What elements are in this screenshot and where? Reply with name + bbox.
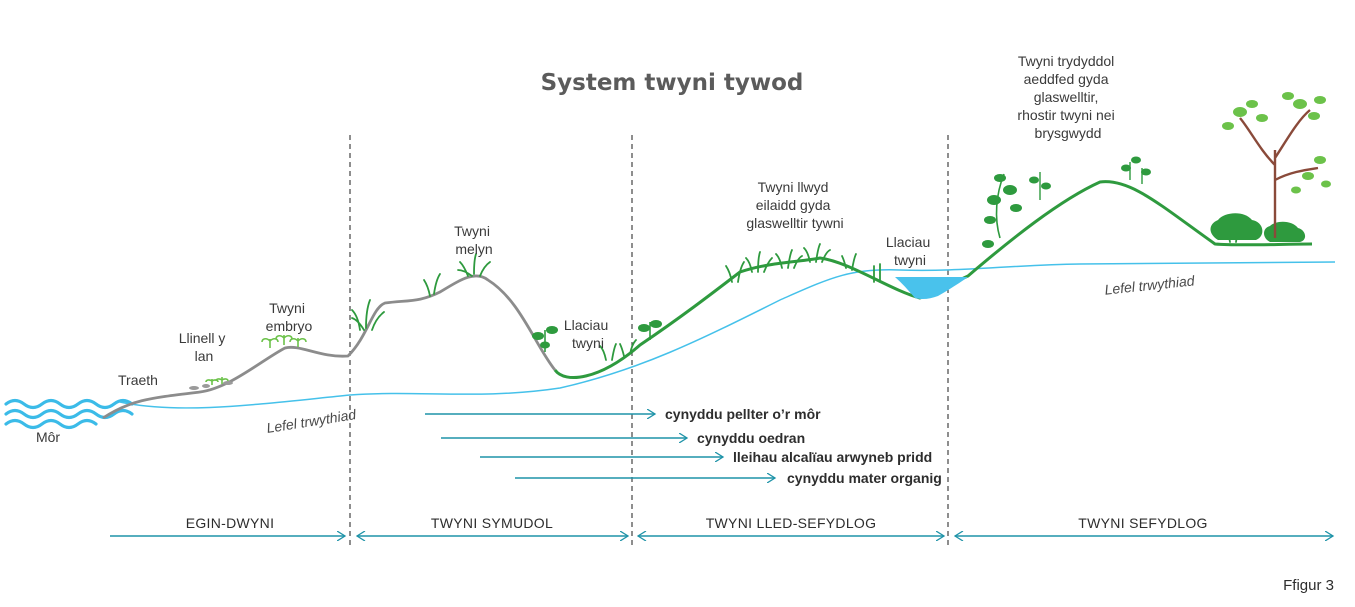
label-line: embryo — [266, 318, 313, 334]
label-water-table-2: Lefel trwythiad — [1104, 272, 1197, 297]
label-dune-slacks: Llaciau twyni — [564, 317, 612, 351]
dune-slack-water — [895, 277, 968, 300]
label-line: Twyni trydyddol — [1018, 53, 1114, 69]
zone-labels: EGIN-DWYNI TWYNI SYMUDOL TWYNI LLED-SEFY… — [186, 515, 1208, 531]
label-dune-slacks-2: Llaciau twyni — [886, 234, 934, 268]
label-line: Twyni llwyd — [758, 179, 829, 195]
label-beach: Traeth — [118, 372, 158, 388]
seedling-icon — [205, 334, 307, 385]
label-line: Llaciau — [886, 234, 930, 250]
shrub-icon — [532, 156, 1306, 352]
trend-label: cynyddu oedran — [697, 430, 805, 446]
water-table-line — [119, 261, 1336, 409]
tree-icon — [1222, 92, 1331, 238]
mobile-dune-profile — [102, 274, 557, 420]
trend-label: cynyddu mater organig — [787, 470, 942, 486]
label-water-table: Lefel trwythiad — [265, 406, 358, 436]
wave-icon — [4, 398, 134, 430]
strandline-debris — [189, 381, 233, 390]
trend-label: lleihau alcalïau arwyneb pridd — [733, 449, 932, 465]
label-embryo-dunes: Twyni embryo — [266, 300, 313, 334]
label-line: glaswelltir tywni — [746, 215, 843, 231]
figure-label: Ffigur 3 — [1283, 577, 1334, 594]
label-line: aeddfed gyda — [1024, 71, 1109, 87]
label-strandline: Llinell y lan — [179, 330, 230, 364]
trend-label: cynyddu pellter o’r môr — [665, 406, 821, 422]
zone-label-semi-fixed: TWYNI LLED-SEFYDLOG — [706, 515, 877, 531]
label-line: twyni — [894, 252, 926, 268]
zone-label-mobile: TWYNI SYMUDOL — [431, 515, 553, 531]
label-line: twyni — [572, 335, 604, 351]
label-line: brysgwydd — [1035, 125, 1102, 141]
trend-arrows — [425, 414, 775, 478]
label-line: lan — [195, 348, 214, 364]
trend-labels: cynyddu pellter o’r môr cynyddu oedran l… — [665, 406, 942, 486]
feature-labels: Môr Traeth Llinell y lan Twyni embryo Tw… — [36, 53, 1196, 445]
label-line: Llaciau — [564, 317, 608, 333]
zone-label-embryo: EGIN-DWYNI — [186, 515, 275, 531]
label-line: Twyni — [269, 300, 305, 316]
label-line: Twyni — [454, 223, 490, 239]
grass-tuft-icon — [351, 221, 1241, 361]
diagram-title: System twyni tywod — [541, 70, 804, 96]
label-grey-dunes: Twyni llwyd eilaidd gyda glaswelltir tyw… — [746, 179, 843, 231]
zone-dividers — [349, 135, 949, 548]
label-line: eilaidd gyda — [756, 197, 831, 213]
label-line: melyn — [455, 241, 492, 257]
label-tertiary-dunes: Twyni trydyddol aeddfed gyda glaswelltir… — [1017, 53, 1118, 141]
label-line: glaswelltir, — [1034, 89, 1099, 105]
zone-label-fixed: TWYNI SEFYDLOG — [1078, 515, 1207, 531]
label-line: rhostir twyni nei — [1017, 107, 1114, 123]
label-line: Llinell y — [179, 330, 226, 346]
label-yellow-dunes: Twyni melyn — [454, 223, 494, 257]
label-sea: Môr — [36, 429, 60, 445]
